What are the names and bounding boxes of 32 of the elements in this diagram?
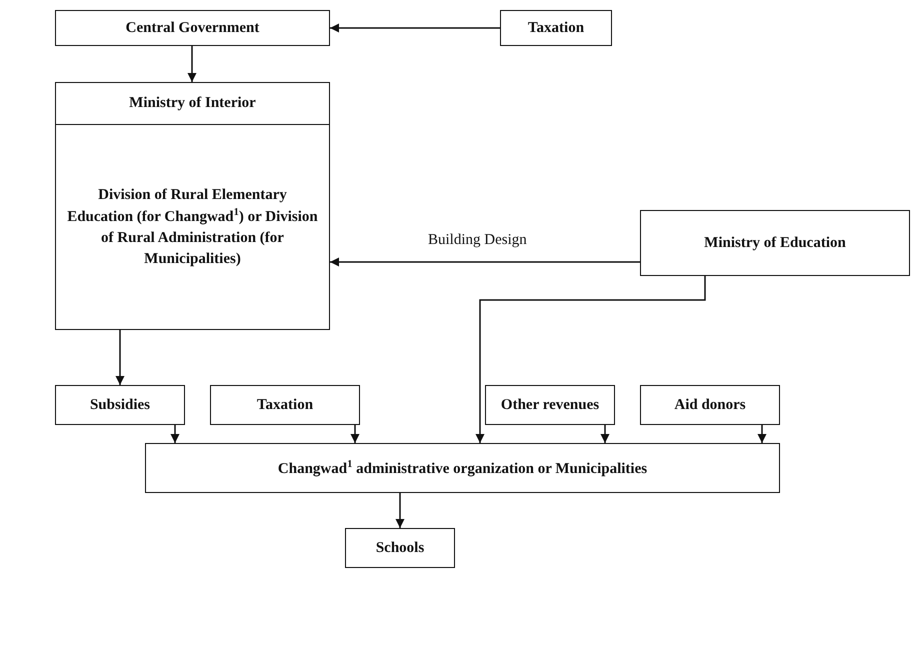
arrow: [350, 425, 360, 443]
arrow: [116, 330, 124, 385]
arrow: [600, 425, 610, 443]
box-label: Subsidies: [88, 396, 152, 414]
arrow: [188, 46, 196, 82]
process-box: [55, 385, 185, 425]
arrow: [396, 493, 404, 528]
arrow: [330, 24, 500, 32]
process-box: [640, 385, 780, 425]
process-box: [145, 443, 780, 493]
arrow: [758, 425, 766, 443]
box-label: Schools: [374, 538, 426, 558]
box-heading: Ministry of Interior: [56, 83, 329, 125]
arrow: [170, 425, 180, 443]
box-label: Aid donors: [673, 396, 747, 414]
process-box: [210, 385, 360, 425]
arrow: [476, 276, 706, 443]
box-label: Changwad$^{1}$ administrative organization or Municipalities: [276, 458, 648, 478]
box-label: Other revenues: [500, 396, 600, 414]
box-text: Division of Rural Elementary Education (for Changwad$^{1}$) or Division of Rural Administration (for Municipalities): [66, 186, 319, 268]
arrow: [330, 258, 640, 266]
process-box: [640, 210, 910, 276]
process-box: [485, 385, 615, 425]
process-box: [55, 10, 330, 46]
process-box: [500, 10, 612, 46]
process-box: [55, 82, 330, 330]
edge-label: Building Design: [425, 232, 530, 249]
process-box: [345, 528, 455, 568]
box-label: Taxation: [256, 396, 314, 414]
box-label: Ministry of Education: [703, 234, 847, 252]
box-label: Central Government: [124, 18, 260, 38]
box-label: Taxation: [526, 18, 586, 38]
